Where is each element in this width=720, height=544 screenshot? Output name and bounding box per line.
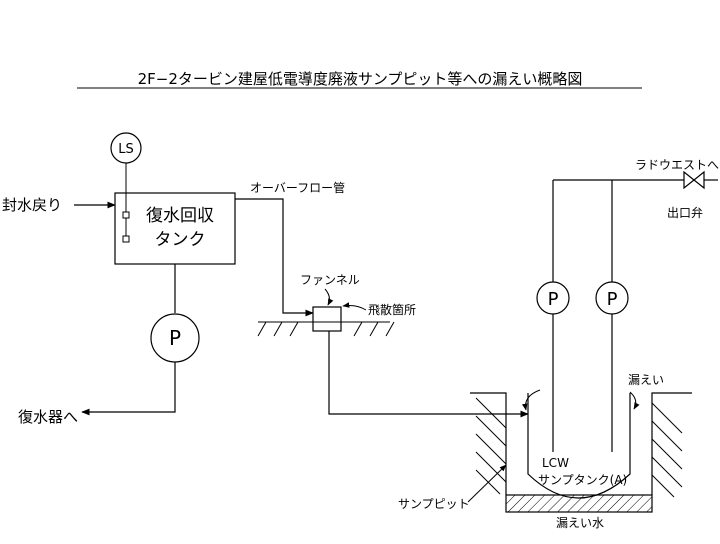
level-switch-label: LS [118,142,134,157]
sump-pit-callout [467,464,507,503]
to-radwaste-label: ラドウエストへ [635,158,719,172]
lcw-label: LCW [542,456,569,470]
overflow-pipe [235,198,314,317]
condensate-recovery-tank [114,192,236,265]
splash-point-callout [342,302,367,311]
tank-label-line1: 復水回収 [146,206,214,226]
page-title: 2F−2タービン建屋低電導度廃液サンプピット等への漏えい概略図 [138,70,583,88]
to-condenser-pipe [81,362,176,416]
left-sump-pump-label: P [548,289,559,310]
level-switch-float-bottom [122,235,130,243]
seal-water-return-label: 封水戻り [2,196,62,214]
funnel-floor-hatching [257,321,395,337]
sump-tank-label: サンプタンク(A) [538,473,627,487]
outlet-valve-symbol-left [683,170,695,190]
funnel-callout [324,288,334,306]
to-condenser-label: 復水器へ [18,408,78,426]
pit-wall-hatching-right [651,402,683,498]
outlet-valve-label: 出口弁 [667,205,703,220]
funnel-drain-pipe [328,331,529,418]
tank-label-line2: タンク [155,230,206,250]
leak-arrow-right [629,391,640,410]
leak-arrow-left [521,389,541,411]
ground-line-right [651,392,692,495]
level-switch-float-top [122,211,130,219]
leak-label: 漏えい [628,373,664,387]
ground-line-left [470,392,507,495]
sump-pit-label: サンプピット [398,497,470,511]
right-sump-pump-label: P [607,289,618,310]
splash-point-label: 飛散箇所 [368,302,416,317]
overflow-pipe-label: オーバーフロー管 [250,180,345,195]
leaked-water-label: 漏えい水 [556,516,604,530]
pit-bottom [505,494,653,513]
sump-tank [527,393,631,499]
left-pump-label: P [169,326,181,350]
pit-wall-hatching-left [475,397,507,495]
funnel-label: ファンネル [300,273,360,287]
outlet-valve-symbol-right [693,170,705,190]
funnel [312,306,342,332]
